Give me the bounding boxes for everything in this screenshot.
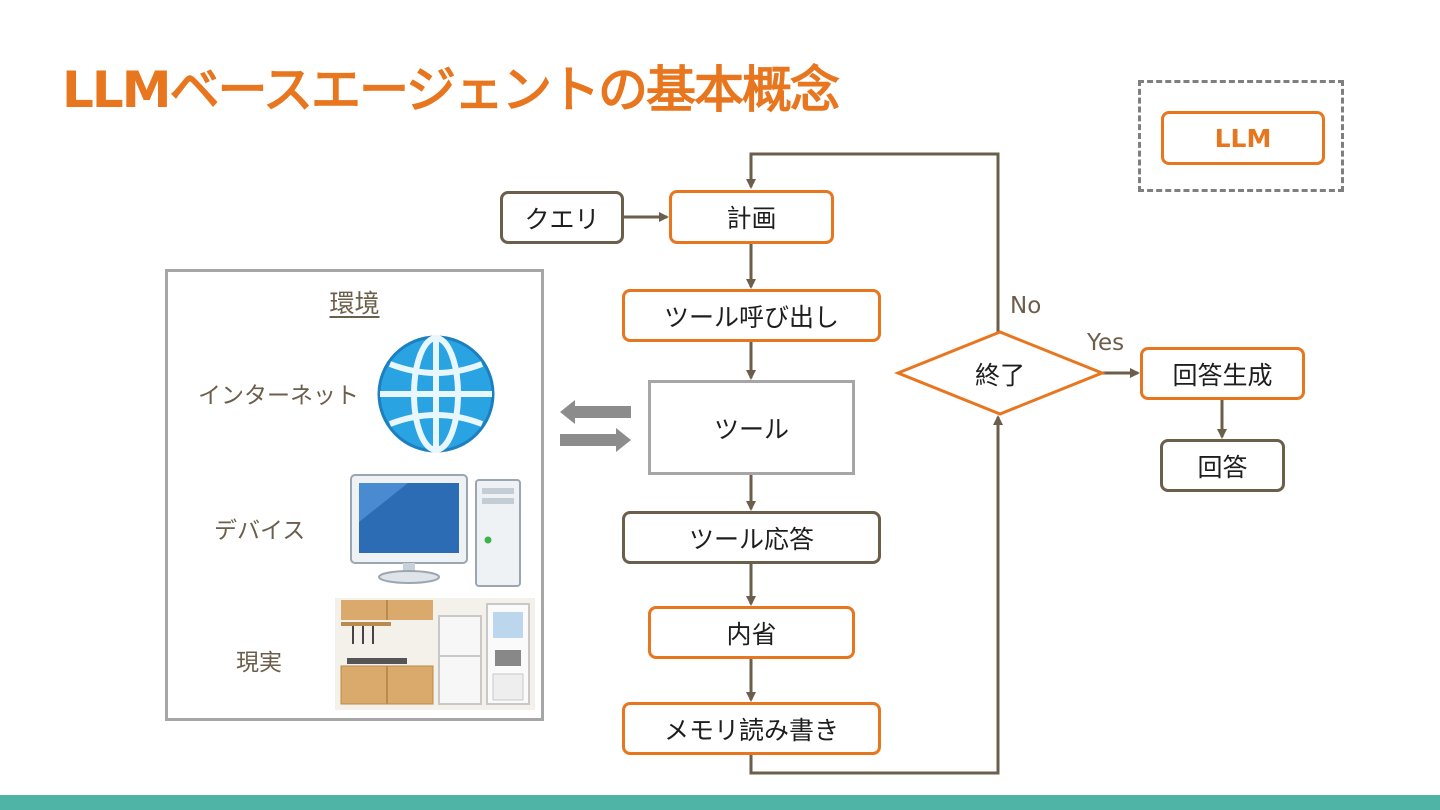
end-label: 終了	[974, 361, 1025, 390]
memory-box: メモリ読み書き	[622, 702, 881, 755]
query-box: クエリ	[500, 191, 624, 244]
exchange-arrow-left	[560, 400, 631, 424]
tool-call-box: ツール呼び出し	[622, 289, 881, 342]
kitchen-icon	[335, 598, 535, 710]
answer-box: 回答	[1160, 439, 1285, 492]
legend-llm-box: LLM	[1161, 111, 1325, 165]
plan-box: 計画	[669, 190, 834, 244]
env-label-internet: インターネット	[198, 383, 359, 409]
exchange-arrow-right	[560, 428, 631, 452]
no-label: No	[1010, 293, 1042, 319]
end-diamond	[893, 330, 1107, 416]
environment-title: 環境	[329, 289, 380, 318]
environment-panel: 環境 インターネット デバイス 現実	[165, 269, 544, 721]
page-title: LLMベースエージェントの基本概念	[62, 61, 840, 119]
env-label-device: デバイス	[214, 518, 306, 544]
arrow-no-loop	[746, 152, 1000, 332]
computer-icon	[350, 474, 521, 587]
tool-response-box: ツール応答	[622, 511, 881, 564]
generate-box: 回答生成	[1140, 347, 1305, 400]
yes-label: Yes	[1087, 330, 1125, 356]
tool-box: ツール	[648, 380, 855, 475]
reflection-box: 内省	[648, 606, 855, 659]
globe-icon	[377, 335, 495, 453]
footer-bar	[0, 795, 1440, 810]
exchange-arrows	[560, 400, 631, 452]
legend: LLM	[1138, 80, 1344, 192]
env-label-reality: 現実	[236, 650, 282, 676]
arrow-memory-end	[749, 415, 1003, 775]
